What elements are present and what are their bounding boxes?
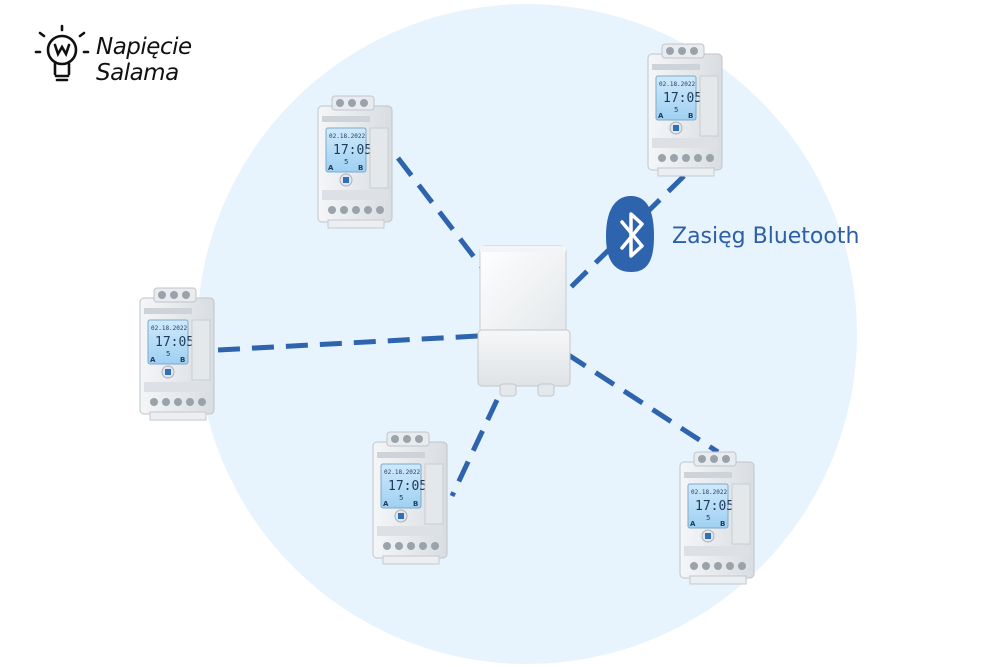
bluetooth-range-label: Zasięg Bluetooth [672, 224, 860, 249]
logo-line-1: Napięcie [96, 34, 192, 60]
timer-device-bottom-left [372, 431, 448, 565]
logo-text: Napięcie Salama [96, 34, 192, 86]
timer-device-top-left [317, 95, 393, 229]
logo: Napięcie Salama [30, 26, 220, 96]
bluetooth-icon [606, 196, 654, 272]
logo-line-2: Salama [96, 60, 179, 86]
lightbulb-icon [34, 24, 90, 82]
timer-device-left [139, 287, 215, 421]
timer-device-top-right [647, 43, 723, 177]
link-bottom-right [565, 351, 720, 455]
timer-device-bottom-right [679, 451, 755, 585]
link-left [217, 333, 479, 353]
central-hub [477, 245, 571, 397]
link-bottom-left [449, 398, 500, 498]
link-top-left [396, 156, 486, 272]
